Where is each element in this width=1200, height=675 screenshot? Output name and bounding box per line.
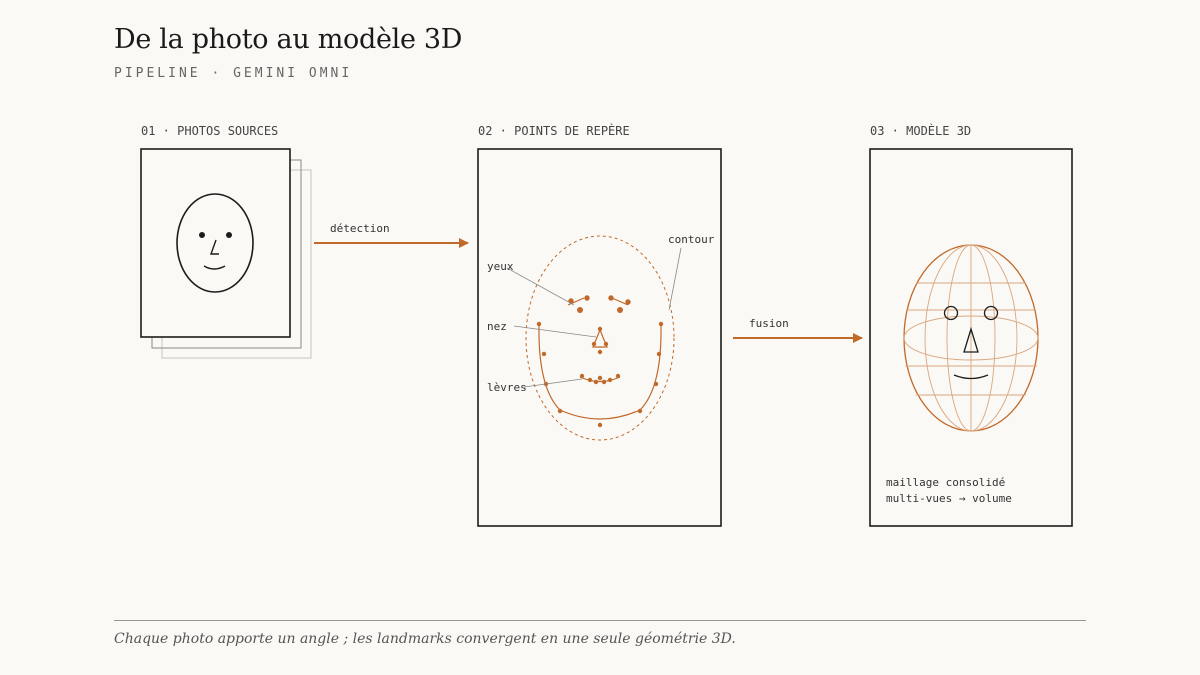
step-label-landmarks: 02 · POINTS DE REPÈRE	[478, 124, 630, 138]
page-title: De la photo au modèle 3D	[114, 24, 463, 55]
jawline	[538, 324, 662, 420]
landmark-label-nose: nez	[487, 320, 507, 333]
landmark-label-lips: lèvres	[487, 381, 527, 394]
step-label-photos: 01 · PHOTOS SOURCES	[141, 124, 279, 138]
arrow-fusion: fusion	[733, 317, 863, 343]
nose-landmarks	[591, 326, 609, 355]
jaw-landmark-dots	[536, 321, 664, 428]
arrow-fusion-label: fusion	[749, 317, 789, 330]
face-sketch-icon	[176, 193, 254, 293]
page-subtitle: PIPELINE · GEMINI OMNI	[114, 66, 353, 81]
landmarks-panel: yeux nez lèvres contour	[477, 148, 722, 527]
arrow-detection: détection	[314, 222, 469, 248]
eye-landmarks	[567, 295, 631, 313]
wireframe-head-icon	[903, 244, 1039, 432]
footer-divider	[114, 620, 1086, 621]
model-note-line-1: maillage consolidé	[886, 476, 1006, 489]
footer-caption: Chaque photo apporte un angle ; les land…	[114, 631, 736, 647]
model-note-line-2: multi-vues → volume	[886, 492, 1012, 505]
arrow-detection-label: détection	[330, 222, 390, 235]
landmark-label-eyes: yeux	[487, 260, 514, 273]
landmark-leader-lines	[506, 247, 682, 388]
model-3d-panel	[869, 148, 1073, 527]
face-contour-outline	[525, 235, 675, 441]
source-photos-stack	[140, 148, 312, 359]
landmark-label-contour: contour	[668, 233, 715, 246]
lip-landmarks	[579, 373, 621, 385]
step-label-model: 03 · MODÈLE 3D	[870, 124, 972, 138]
